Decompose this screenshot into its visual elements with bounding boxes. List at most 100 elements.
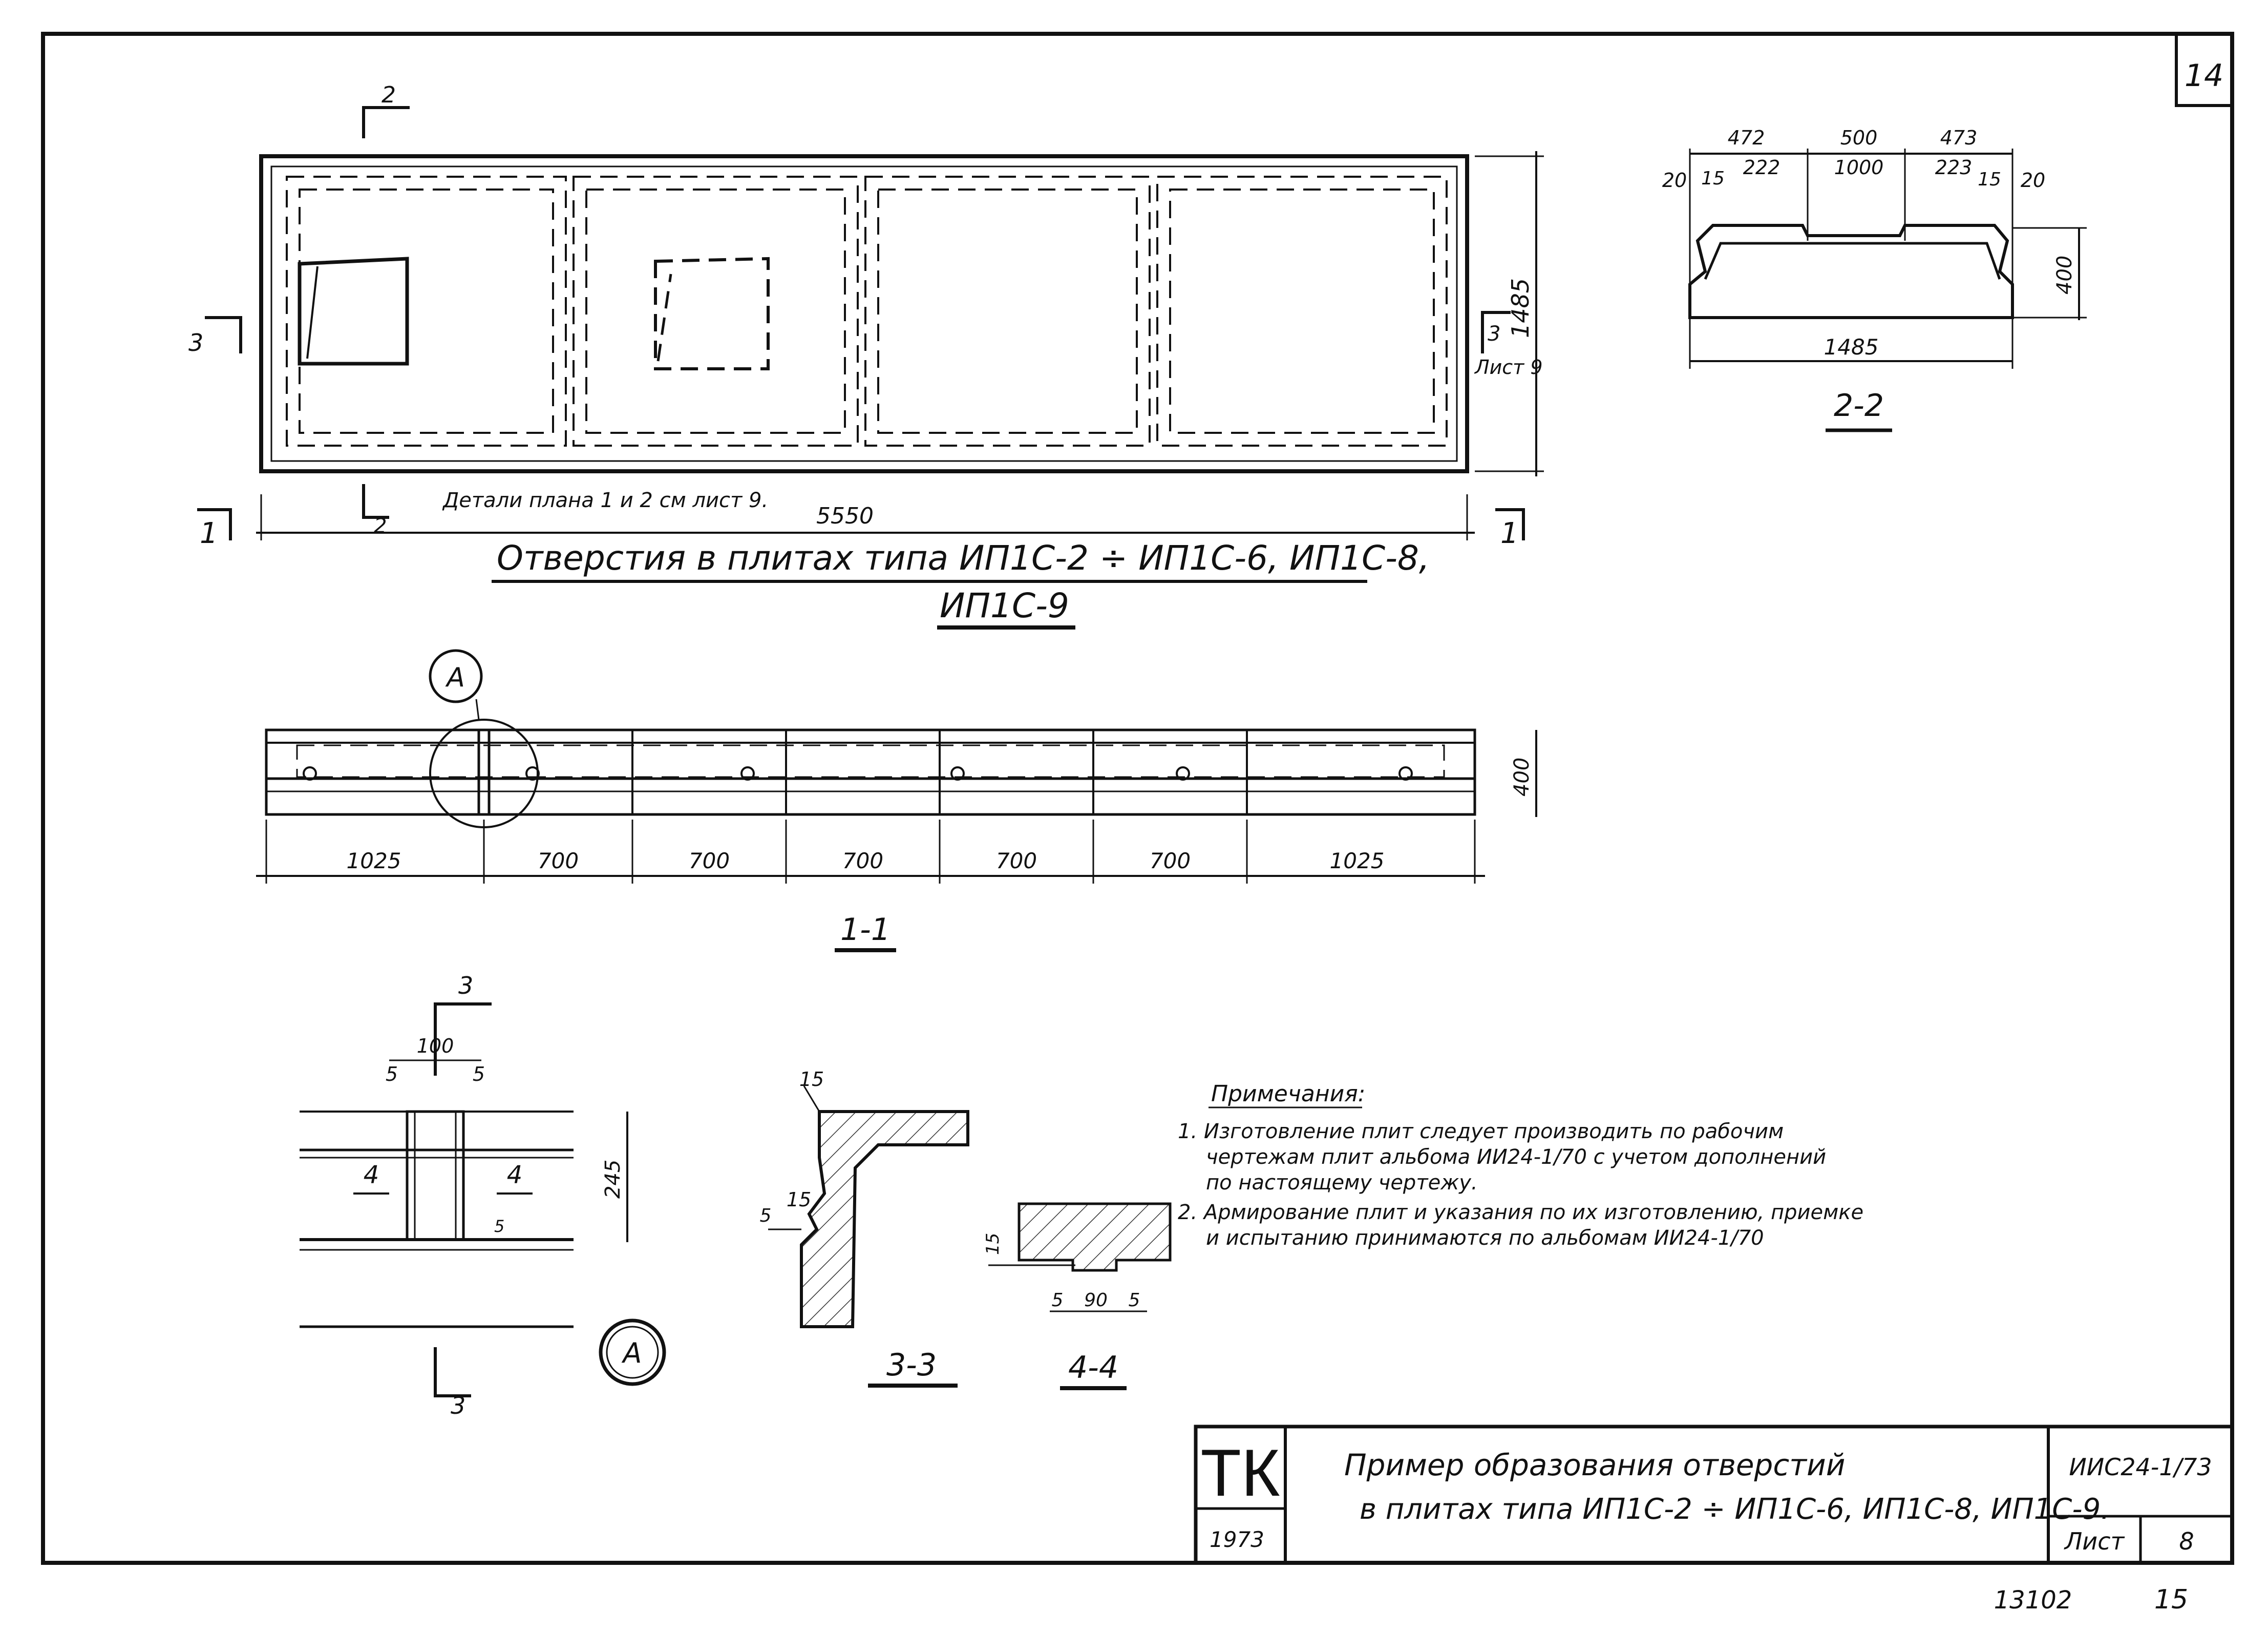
notes: Примечания: 1. Изготовление плит следует… [1178, 1081, 1863, 1250]
notes-line-4: 2. Армирование плит и указания по их изг… [1178, 1201, 1863, 1224]
detail-a-side-left: 5 [386, 1063, 398, 1085]
opening-dashed [654, 257, 770, 370]
plan-view: 5550 1485 Лист 9 2 2 3 3 1 1 Детали план… [188, 82, 1544, 630]
s33-leader-top [803, 1085, 820, 1112]
cut-2-top-label: 2 [381, 82, 396, 108]
s22-inner-dim-1: 222 [1743, 156, 1781, 179]
cut-mark-3-left [205, 316, 242, 353]
plan-inner-outline [270, 165, 1458, 462]
detail-a-label-circle-inner [606, 1326, 659, 1379]
bolt-4 [950, 766, 965, 781]
s11-span-2: 700 [538, 848, 579, 873]
title-block-year: 1973 [1210, 1527, 1264, 1552]
detail-a-inner-dim: 5 [494, 1217, 504, 1236]
detail-a-label: А [622, 1337, 642, 1369]
s22-top-dim-2: 500 [1840, 127, 1878, 149]
detail-a-circle [429, 719, 539, 828]
corner-number: 14 [2185, 58, 2223, 94]
cut-1-right-label: 1 [1500, 517, 1519, 550]
cut-3-right-label: 3 [1488, 322, 1500, 346]
s22-inner-dim-3: 223 [1935, 156, 1973, 179]
s33-dim-3: 5 [760, 1205, 772, 1226]
plan-length-label: 5550 [816, 503, 874, 529]
footer-left-number: 13102 [1994, 1586, 2072, 1615]
detail-a-leader [475, 699, 480, 720]
cut-mark-1-right [1495, 508, 1525, 540]
plan-cell-3 [864, 176, 1151, 447]
s22-edge-right-2: 20 [2021, 169, 2045, 192]
title-block-org: ТК [1200, 1435, 1280, 1510]
detail-a-cut-bottom-label: 3 [451, 1392, 465, 1419]
s11-span-3: 700 [689, 848, 730, 873]
detail-a-section-4-left: 4 [364, 1161, 379, 1189]
opening-solid-edge [306, 266, 319, 359]
section-4-4: 5 90 5 15 4-4 [983, 1202, 1172, 1390]
s22-width: 1485 [1824, 334, 1879, 360]
detail-a-cut-bottom [434, 1347, 471, 1397]
detail-a-callout: А [445, 662, 465, 693]
s11-span-5: 700 [996, 848, 1037, 873]
s11-span-4: 700 [842, 848, 883, 873]
s22-top-dim-3: 473 [1940, 127, 1978, 149]
s22-inner-dim-2: 1000 [1834, 156, 1884, 179]
notes-line-3: по настоящему чертежу. [1206, 1171, 1478, 1195]
detail-a-section-4-right: 4 [507, 1161, 523, 1189]
s33-title: 3-3 [886, 1347, 937, 1383]
detail-a-callout-circle [429, 649, 483, 703]
section-2-2-rib [1704, 242, 2001, 280]
section-3-3-profile [800, 1110, 969, 1328]
notes-heading: Примечания: [1211, 1081, 1366, 1107]
title-block-sheet-label: Лист [2064, 1527, 2125, 1555]
section-4-4-profile [1018, 1202, 1172, 1272]
s33-dim-2: 15 [787, 1188, 811, 1211]
plan-outline [259, 154, 1469, 473]
s22-top-dim-1: 472 [1728, 127, 1765, 149]
cut-mark-1-left [197, 508, 232, 540]
sheet-frame [41, 32, 2234, 1565]
s22-edge-left-1: 20 [1662, 169, 1687, 192]
s22-edge-left-2: 15 [1701, 168, 1725, 189]
plan-title-line2: ИП1С-9 [940, 586, 1069, 625]
plan-cell-1 [286, 176, 567, 447]
cut-mark-2-top [362, 106, 410, 138]
s22-height: 400 [2053, 256, 2076, 295]
s44-dim-3: 5 [1129, 1290, 1140, 1311]
detail-a: 4 4 3 3 100 5 5 245 5 А [300, 972, 666, 1419]
detail-a-cut-top [434, 1002, 492, 1076]
s11-span-1: 1025 [347, 848, 401, 873]
title-block-sheet-no: 8 [2179, 1527, 2194, 1555]
detail-a-insert-inner [414, 1111, 457, 1241]
section-2-2-outline [1688, 224, 2014, 319]
s11-span-6: 700 [1150, 848, 1191, 873]
title-block-title-1: Пример образования отверстий [1344, 1448, 1845, 1482]
bolt-5 [1176, 766, 1190, 781]
notes-line-1: 1. Изготовление плит следует производить… [1178, 1120, 1784, 1143]
plan-cell-4-inner [1169, 189, 1435, 434]
detail-a-side-right: 5 [473, 1063, 485, 1085]
s44-dim-1: 5 [1052, 1290, 1064, 1311]
s33-dim-1: 15 [799, 1068, 824, 1091]
title-block: ТК 1973 Пример образования отверстий в п… [1194, 1425, 2234, 1565]
cut-2-bottom-label: 2 [374, 514, 387, 538]
plan-sheet-ref: Лист 9 [1474, 356, 1543, 379]
detail-a-height: 245 [601, 1160, 625, 1199]
plan-cell-1-inner [299, 189, 554, 434]
plan-height-label: 1485 [1507, 278, 1534, 338]
plan-cell-2-inner [585, 189, 846, 434]
footer-right-number: 15 [2154, 1584, 2188, 1615]
section-1-1-dashed [296, 744, 1445, 778]
s22-title: 2-2 [1834, 388, 1884, 424]
s44-title: 4-4 [1068, 1350, 1118, 1386]
cut-3-left-label: 3 [188, 329, 203, 357]
corner-box [2175, 32, 2234, 107]
s44-dim-2: 90 [1084, 1290, 1108, 1311]
s22-edge-right-1: 15 [1978, 169, 2001, 190]
plan-title-line1: Отверстия в плитах типа ИП1С-2 ÷ ИП1С-6,… [497, 538, 1430, 578]
notes-line-2: чертежам плит альбома ИИ24-1/70 с учетом… [1206, 1145, 1826, 1169]
s11-height: 400 [1510, 758, 1534, 797]
cut-mark-3-right [1481, 311, 1511, 353]
cut-1-left-label: 1 [200, 517, 218, 550]
title-block-frame [1194, 1425, 2234, 1565]
detail-a-cut-top-label: 3 [458, 972, 473, 999]
